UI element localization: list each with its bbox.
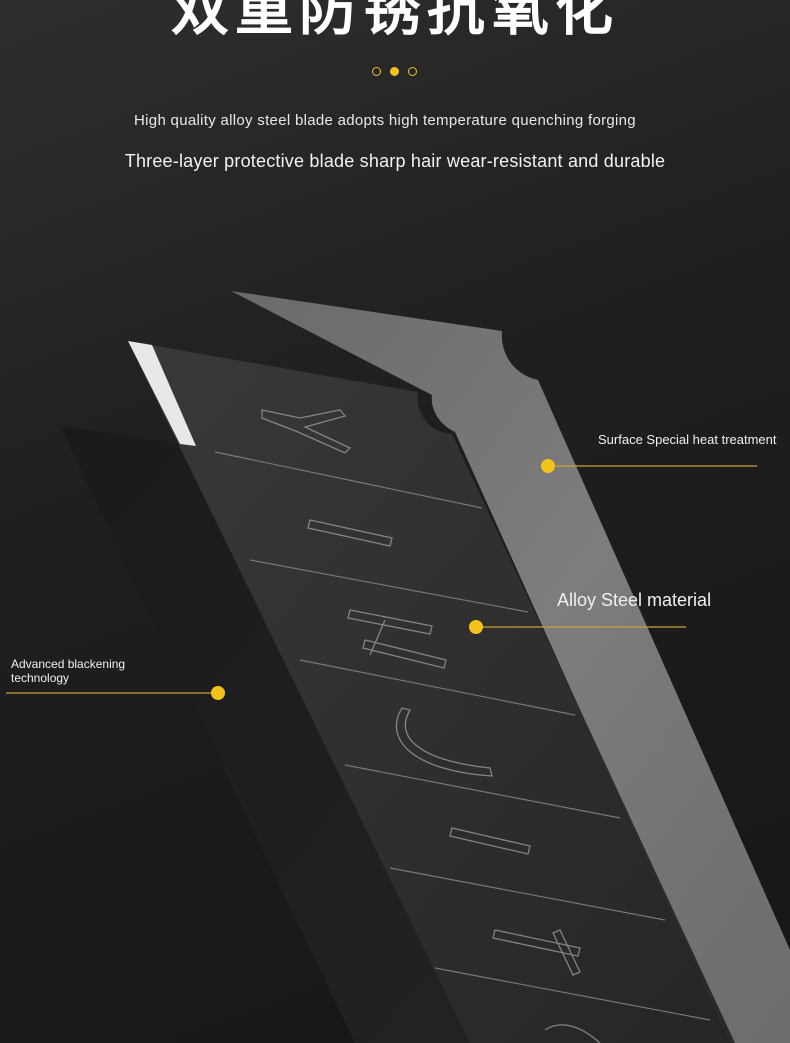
engraved-logo xyxy=(261,409,601,1043)
callout-blackening xyxy=(6,686,225,700)
dot-outline-1 xyxy=(372,67,381,76)
callout-label-heat: Surface Special heat treatment xyxy=(598,432,777,447)
subtitle-quenching: High quality alloy steel blade adopts hi… xyxy=(134,112,636,129)
pagination-dots xyxy=(370,67,420,79)
subtitle-durable: Three-layer protective blade sharp hair … xyxy=(124,151,666,171)
callout-label-alloy: Alloy Steel material xyxy=(557,590,712,610)
snap-lines xyxy=(214,451,711,1021)
dot-outline-2 xyxy=(408,67,417,76)
callout-heat xyxy=(541,459,757,473)
middle-blade xyxy=(128,341,735,1043)
blade-edge-highlight xyxy=(128,341,196,446)
dot-filled xyxy=(390,67,399,76)
callout-alloy xyxy=(469,620,686,634)
page-title: 双重防锈抗氧化 xyxy=(170,0,619,43)
silver-blade xyxy=(231,291,790,1043)
callout-label-blackening: Advanced blackening technology xyxy=(11,657,126,685)
